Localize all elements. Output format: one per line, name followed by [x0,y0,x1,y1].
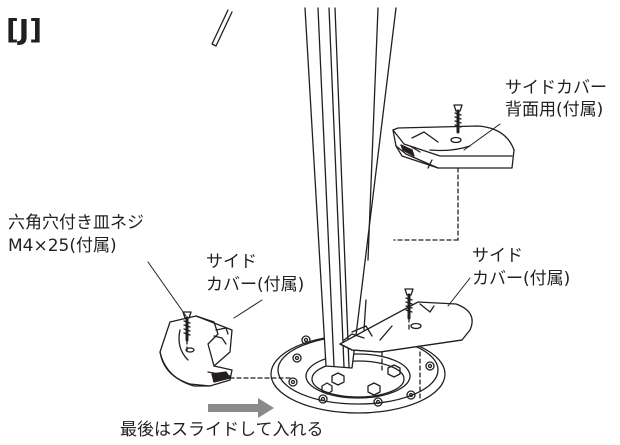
right-side-cover-label-line2: カバー(付属) [472,269,571,289]
rear-cover-label-line1: サイドカバー [505,78,607,98]
left-side-cover-label-line1: サイド [206,252,257,272]
right-arrow-icon [208,398,274,418]
right-screw [404,288,414,320]
base-plate [270,334,446,414]
left-side-cover-label-line2: カバー(付属) [206,275,305,295]
instruction-text: 最後はスライドして入れる [120,420,324,440]
guide-dashes [186,167,459,401]
rear-side-cover [392,125,515,169]
pole [304,7,397,369]
rear-screw [453,104,463,134]
screw-label-line1: 六角穴付き皿ネジ [8,213,144,233]
left-side-cover [159,315,233,387]
pen-stroke [211,9,233,47]
rear-cover-label-line2: 背面用(付属) [505,100,604,120]
screw-label-line2: M4×25(付属) [8,236,117,256]
right-side-cover-label-line1: サイド [472,246,523,266]
right-side-cover [339,301,473,353]
left-screw [182,311,192,342]
leader-lines [147,123,501,319]
step-label: [J] [6,13,43,46]
